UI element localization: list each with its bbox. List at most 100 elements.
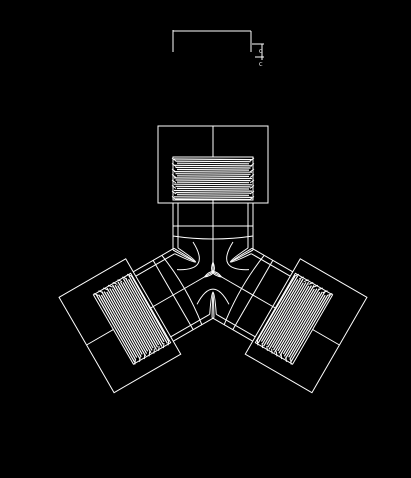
thread-tooth [313, 284, 319, 288]
thread-tooth [171, 163, 177, 167]
thread-line [175, 198, 251, 201]
top-branch-arm [157, 125, 269, 252]
thread-line [130, 275, 169, 342]
pipe-arc-line [161, 255, 203, 325]
wye-contour-line [196, 288, 230, 305]
thread-line [95, 294, 136, 363]
thread-line [175, 179, 251, 182]
thread-tooth [112, 282, 118, 285]
thread-line [114, 284, 153, 351]
thread-line [176, 187, 250, 190]
thread-tooth [162, 342, 165, 349]
thread-line [175, 192, 251, 194]
pipe-wall-outer [211, 317, 254, 342]
thread-line [175, 173, 251, 175]
left-branch-arm [58, 247, 215, 394]
thread-line [173, 183, 253, 186]
thread-line [111, 288, 149, 352]
thread-tooth [158, 345, 160, 351]
wye-fillet-inner [174, 247, 197, 263]
wye-radial-line [212, 271, 231, 283]
thread-tooth [117, 279, 123, 283]
thread-tooth [261, 342, 264, 349]
thread-tooth [171, 174, 177, 178]
thread-tooth [167, 340, 170, 346]
thread-tooth [139, 356, 141, 362]
thread-tooth [317, 287, 323, 291]
thread-line [278, 288, 318, 354]
thread-tooth [148, 351, 151, 357]
thread-line [175, 160, 251, 163]
wye-fillet-inner [209, 291, 217, 315]
thread-tooth [249, 157, 255, 162]
thread-tooth [280, 353, 283, 360]
thread-tooth [249, 185, 255, 189]
thread-line [98, 294, 137, 361]
pipe-segment-line [152, 260, 194, 330]
wye-contour-line [177, 241, 200, 271]
thread-hatching [254, 272, 334, 365]
thread-line [101, 290, 141, 360]
thread-line [117, 281, 157, 350]
top-dimension [172, 30, 252, 52]
thread-line [256, 275, 296, 342]
thread-line [122, 282, 160, 346]
thread-tooth [134, 359, 136, 365]
thread-line [271, 285, 310, 349]
thread-line [282, 291, 321, 355]
thread-line [266, 282, 304, 345]
pipe-wall-outer [251, 247, 294, 273]
thread-tooth [303, 279, 309, 283]
pipe-wall-inner [170, 313, 210, 338]
wye-fillet-outer [172, 247, 197, 263]
thread-tooth [249, 196, 255, 200]
thread-line [260, 279, 299, 342]
thread-line [103, 291, 142, 358]
pipe-segment-line [232, 260, 274, 330]
thread-tooth [171, 190, 177, 195]
thread-tooth [171, 185, 177, 189]
thread-line [261, 278, 302, 345]
thread-tooth [271, 348, 273, 354]
wye-fillet-inner [229, 247, 252, 263]
thread-tooth [122, 276, 128, 280]
thread-tooth [171, 157, 177, 162]
pipe-wall-inner [135, 253, 175, 277]
thread-line [173, 189, 253, 192]
wye-radial-line [195, 271, 214, 283]
thread-tooth [298, 276, 304, 280]
thread-line [257, 275, 299, 344]
thread-line [109, 288, 148, 354]
thread-line [176, 194, 250, 196]
pipe-wall-inner [216, 313, 256, 338]
thread-tooth [171, 179, 177, 184]
thread-line [175, 166, 251, 169]
thread-tooth [256, 340, 259, 346]
thread-tooth [171, 168, 177, 173]
thread-line [284, 291, 326, 360]
thread-line [273, 284, 315, 353]
thread-tooth [249, 179, 255, 184]
pipe-wall-outer [172, 317, 215, 342]
wye-fillet-outer [229, 247, 254, 263]
thread-line [268, 281, 310, 350]
thread-line [125, 278, 164, 345]
pipe-wall-outer [132, 247, 175, 273]
section-marker-label-top: C [259, 49, 263, 55]
thread-tooth [153, 348, 155, 354]
thread-tooth [290, 359, 292, 365]
thread-tooth [322, 290, 328, 294]
thread-tooth [93, 293, 99, 296]
thread-tooth [143, 353, 146, 360]
thread-line [272, 285, 312, 351]
thread-line [173, 196, 253, 198]
thread-line [128, 275, 168, 344]
thread-line [263, 278, 304, 347]
thread-tooth [103, 287, 109, 291]
thread-tooth [294, 273, 300, 277]
thread-tooth [98, 290, 104, 294]
pipe-arc-line [223, 255, 265, 325]
thread-line [289, 294, 329, 360]
